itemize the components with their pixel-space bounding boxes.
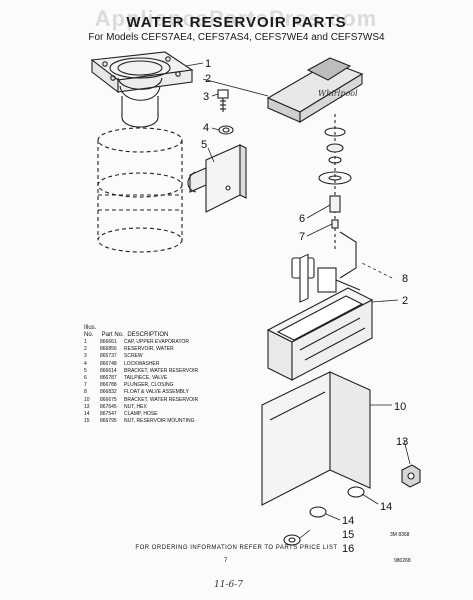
parts-list-row: 7 866788 PLUNGER, CLOSING: [84, 382, 274, 389]
parts-list-row: 5 866614 BRACKET, WATER RESERVOIR: [84, 368, 274, 375]
callout-7: 7: [299, 231, 305, 243]
mounting-nut-drawing: [283, 534, 301, 546]
parts-list-row: 4 866748 LOCKWASHER: [84, 361, 274, 368]
callout-14: 14: [380, 501, 392, 513]
row-description: TAILPIECE, VALVE: [124, 375, 168, 382]
parts-list-rows: 1 866661 CAP, UPPER EVAPORATOR 2 866856 RESER…: [84, 339, 274, 425]
row-illus-number: 14: [84, 411, 90, 418]
row-illus-number: 5: [84, 367, 87, 374]
parts-list-row: 10 866675 BRACKET, WATER RESERVOIR: [84, 397, 274, 404]
parts-list-row: 8 866832 FLOAT & VALVE ASSEMBLY: [84, 389, 274, 396]
water-reservoir-drawing: [266, 287, 374, 381]
row-description: LOCKWASHER: [124, 360, 160, 367]
parts-list-row: 2 866856 RESERVOIR, WATER: [84, 346, 274, 353]
row-illus-number: 3: [84, 353, 87, 360]
callout-14b: 14: [342, 515, 354, 527]
callout-2b: 2: [402, 295, 408, 307]
evaporator-cap-drawing: [90, 51, 194, 128]
row-description: RESERVOIR, WATER: [124, 346, 174, 353]
row-description: BRACKET, WATER RESERVOIR: [124, 367, 199, 374]
parts-list-row: 15 866795 NUT, RESERVOIR MOUNTING: [84, 418, 274, 425]
upper-bracket-drawing: [187, 144, 247, 213]
ordering-note: FOR ORDERING INFORMATION REFER TO PARTS …: [135, 545, 338, 551]
parts-list-row: 6 866787 TAILPIECE, VALVE: [84, 375, 274, 382]
header-illus: Illus. No.: [84, 325, 97, 338]
callout-3: 3: [203, 91, 209, 103]
parts-list-header: Illus. No. Part No. DESCRIPTION: [84, 325, 274, 339]
page-title: WATER RESERVOIR PARTS: [126, 14, 347, 31]
parts-list-row: 13 867645 NUT, HEX: [84, 404, 274, 411]
row-description: BRACKET, WATER RESERVOIR: [124, 396, 199, 403]
callout-6: 6: [299, 213, 305, 225]
document-number: 980268: [394, 558, 411, 564]
callout-13: 13: [396, 436, 408, 448]
header-part: Part No.: [101, 332, 124, 338]
row-description: CAP, UPPER EVAPORATOR: [124, 339, 189, 345]
row-description: FLOAT & VALVE ASSEMBLY: [124, 389, 189, 396]
row-description: NUT, RESERVOIR MOUNTING: [124, 418, 195, 425]
callout-16: 16: [342, 543, 354, 555]
parts-list-row: 1 866661 CAP, UPPER EVAPORATOR: [84, 339, 274, 346]
row-description: CLAMP, HOSE: [124, 411, 158, 418]
callout-2: 2: [205, 73, 211, 85]
row-illus-number: 8: [84, 389, 87, 396]
float-valve-top-drawing: Whirlpool: [266, 57, 364, 123]
page-subtitle: For Models CEFS7AE4, CEFS7AS4, CEFS7WE4 …: [88, 32, 385, 43]
parts-list-row: 3 865737 SCREW: [84, 353, 274, 360]
hose-clamp-drawing: [347, 486, 365, 498]
callout-1: 1: [205, 58, 211, 70]
lockwasher-drawing: [218, 125, 234, 135]
row-part-number: 867547: [100, 411, 117, 418]
parts-list-row: 14 867547 CLAMP, HOSE: [84, 411, 274, 418]
row-description: PLUNGER, CLOSING: [124, 382, 174, 389]
row-part-number: 866832: [100, 389, 117, 396]
callout-numbers: 1 2 3 4 5 6 7 8 2 10 13 14 14 15 16: [201, 58, 408, 555]
row-illus-number: 15: [84, 418, 90, 425]
figure-reference: 3M 8368: [390, 532, 410, 538]
row-part-number: 866661: [100, 339, 117, 345]
callout-15: 15: [342, 529, 354, 541]
row-part-number: 866787: [100, 375, 117, 382]
row-part-number: 865737: [100, 353, 117, 360]
header-description: DESCRIPTION: [127, 332, 169, 338]
hex-nut-drawing: [401, 464, 421, 488]
row-illus-number: 7: [84, 382, 87, 389]
row-illus-number: 13: [84, 403, 90, 410]
handwritten-note: 11-6-7: [214, 580, 243, 590]
row-part-number: 866675: [100, 396, 117, 403]
callout-4: 4: [203, 122, 209, 134]
callout-8: 8: [402, 273, 408, 285]
row-illus-number: 2: [84, 346, 87, 353]
row-illus-number: 4: [84, 360, 87, 367]
valve-stack-drawing: [318, 114, 357, 279]
svg-text:Whirlpool: Whirlpool: [318, 89, 358, 98]
lower-bracket-drawing: [261, 253, 371, 506]
screw-drawing: [217, 89, 229, 112]
row-illus-number: 6: [84, 375, 87, 382]
callout-10: 10: [394, 401, 406, 413]
evaporator-tube-phantom: [97, 127, 183, 253]
row-part-number: 867645: [100, 403, 117, 410]
row-part-number: 866788: [100, 382, 117, 389]
row-part-number: 866614: [100, 367, 117, 374]
row-part-number: 866795: [100, 418, 117, 425]
row-description: NUT, HEX: [124, 403, 147, 410]
row-part-number: 866856: [100, 346, 117, 353]
row-illus-number: 1: [84, 339, 87, 345]
row-part-number: 866748: [100, 360, 117, 367]
hose-clamp-drawing-2: [309, 506, 327, 518]
page-number: 7: [224, 558, 228, 564]
row-illus-number: 10: [84, 396, 90, 403]
row-description: SCREW: [124, 353, 143, 360]
watermark: AppliancePartsPros.com: [94, 6, 378, 31]
callout-5: 5: [201, 139, 207, 151]
